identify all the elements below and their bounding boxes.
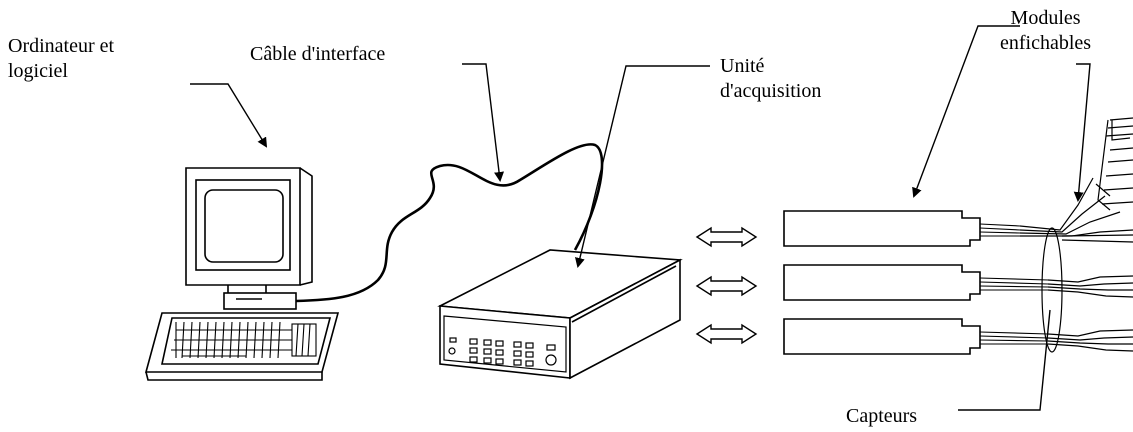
plug-in-modules <box>783 210 1049 355</box>
label-modules-line2: enfichables <box>1000 32 1092 54</box>
label-modules-line1: Modules <box>1010 7 1081 29</box>
sensors-group <box>1019 117 1133 353</box>
leader-unit <box>575 65 710 268</box>
label-computer-line1: Ordinateur et <box>8 35 115 57</box>
label-unit: Unité d'acquisition <box>720 54 821 104</box>
acquisition-unit-icon <box>437 249 683 380</box>
label-computer: Ordinateur et logiciel <box>8 34 114 84</box>
label-cable: Câble d'interface <box>250 43 386 65</box>
label-unit-line2: d'acquisition <box>720 80 822 102</box>
double-arrow-icon-3 <box>695 323 758 345</box>
label-modules: Modules enfichables <box>1000 6 1091 56</box>
label-unit-line1: Unité <box>720 55 765 77</box>
leader-sensors <box>958 309 1051 411</box>
module-2 <box>783 264 1049 301</box>
leader-modules-2 <box>1073 63 1091 202</box>
module-1 <box>783 210 1021 247</box>
leader-computer <box>190 83 268 148</box>
leader-modules <box>912 25 1020 198</box>
interface-cable <box>295 143 604 303</box>
computer-icon <box>144 167 340 381</box>
label-sensors: Capteurs <box>846 405 918 427</box>
double-arrow-icon-2 <box>695 275 758 297</box>
label-computer-line2: logiciel <box>8 60 68 82</box>
module-3 <box>783 318 1049 355</box>
leader-lines <box>190 25 1091 411</box>
leader-cable <box>462 63 505 182</box>
bidirectional-arrows <box>695 226 758 345</box>
double-arrow-icon-1 <box>695 226 758 248</box>
